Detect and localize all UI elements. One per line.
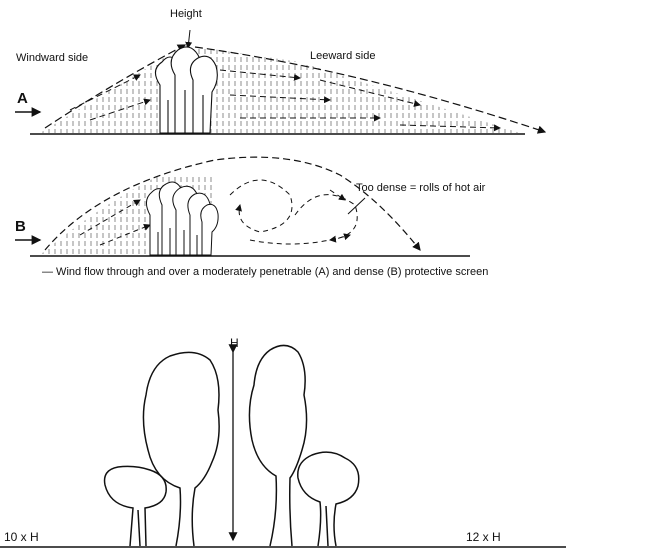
label-h: H <box>230 336 239 350</box>
too-dense-pointer <box>347 197 366 215</box>
envelope-b <box>44 156 421 251</box>
tree-screen-b <box>146 181 219 256</box>
label-height: Height <box>170 8 202 20</box>
height-pointer <box>185 29 193 49</box>
internal-arrows-a <box>69 69 501 132</box>
tall-tree-right <box>248 344 308 547</box>
envelope-windward-a <box>44 44 187 129</box>
label-windward-side: Windward side <box>16 52 89 64</box>
windflow-hatch-a <box>40 45 520 133</box>
label-too-dense: Too dense = rolls of hot air <box>356 182 486 194</box>
small-tree-left <box>103 465 167 547</box>
diagram-c <box>0 344 566 548</box>
tall-tree-left <box>142 351 220 547</box>
diagram-a <box>15 29 547 135</box>
label-ten-times-h: 10 x H <box>4 530 39 544</box>
figure-caption: — Wind flow through and over a moderatel… <box>42 266 489 278</box>
rolls-b <box>79 179 358 246</box>
label-b: B <box>15 218 26 235</box>
label-twelve-times-h: 12 x H <box>466 530 501 544</box>
label-leeward-side: Leeward side <box>310 50 376 62</box>
envelope-leeward-a <box>194 46 547 134</box>
diagram-b <box>15 156 470 257</box>
label-a: A <box>17 90 28 107</box>
tree-screen-a <box>154 46 218 134</box>
small-tree-right <box>297 451 360 547</box>
